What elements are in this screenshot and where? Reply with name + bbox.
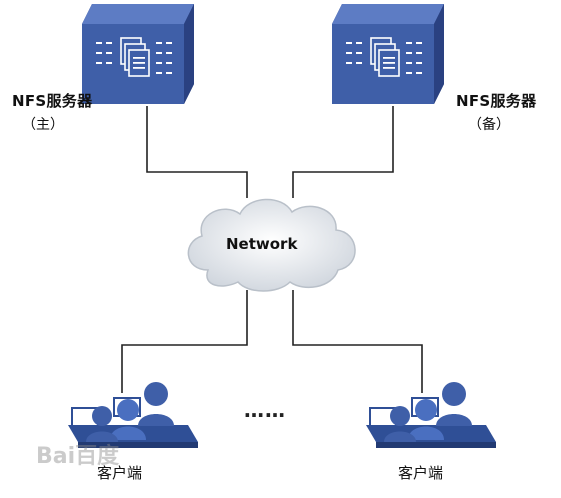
more-clients-ellipsis: …… xyxy=(244,398,286,422)
backup-server-name: NFS服务器 xyxy=(456,92,537,110)
baidu-watermark: Bai百度 xyxy=(36,444,120,469)
line-network-to-left-client xyxy=(121,290,248,393)
client-label-left: 客户端 xyxy=(97,464,143,482)
line-network-to-right-client xyxy=(292,290,423,393)
line-backup-to-network xyxy=(292,106,394,198)
backup-server-role: （备） xyxy=(468,117,510,133)
client-icon-left xyxy=(68,382,198,448)
line-primary-to-network xyxy=(146,106,248,198)
network-label: Network xyxy=(226,235,298,253)
server-icon-backup xyxy=(332,4,444,104)
network-cloud-icon xyxy=(187,198,356,292)
primary-server-role: （主） xyxy=(22,117,64,133)
client-label-right: 客户端 xyxy=(398,464,444,482)
client-icon-right xyxy=(366,382,496,448)
server-icon-primary xyxy=(82,4,194,104)
primary-server-name: NFS服务器 xyxy=(12,92,93,110)
